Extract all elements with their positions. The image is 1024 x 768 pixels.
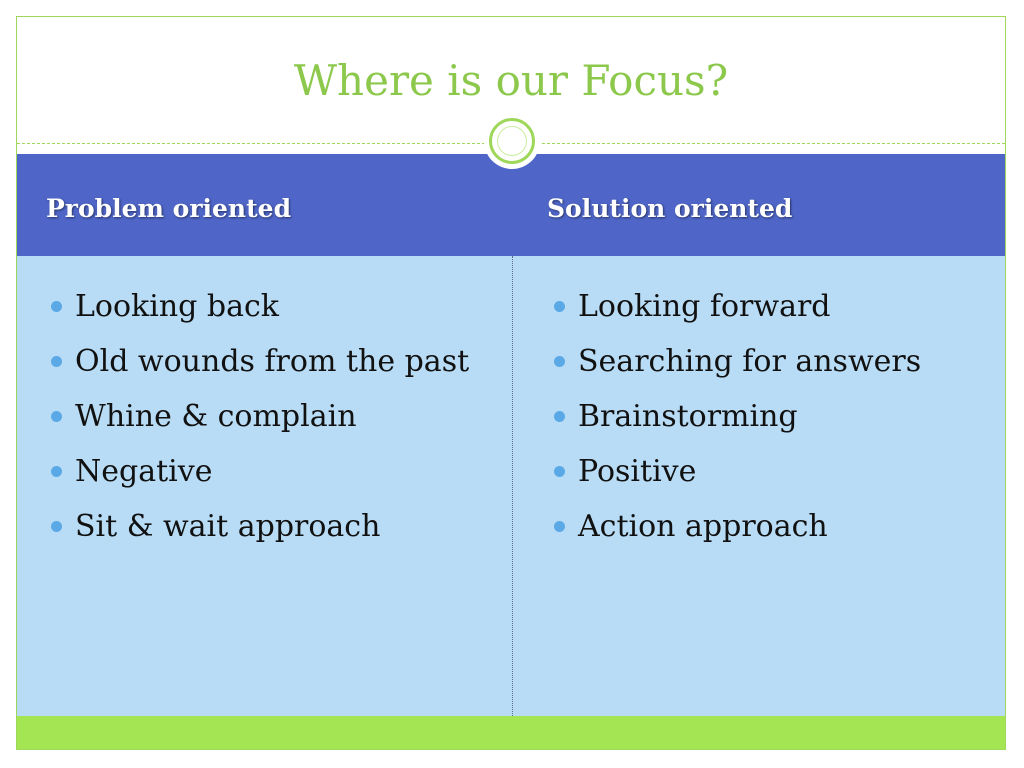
table-header-row: Problem oriented Solution oriented [17, 154, 1005, 256]
bullet-icon [51, 521, 62, 532]
bullet-icon [554, 521, 565, 532]
slide: Where is our Focus? Problem oriented Sol… [16, 16, 1006, 750]
bullet-icon [51, 411, 62, 422]
bullet-icon [51, 301, 62, 312]
slide-title: Where is our Focus? [293, 56, 729, 105]
list-item: Sit & wait approach [47, 504, 497, 550]
list-item: Searching for answers [550, 339, 1000, 385]
list-item: Brainstorming [550, 394, 1000, 440]
list-item: Looking forward [550, 284, 1000, 330]
list-item: Old wounds from the past [47, 339, 497, 385]
bullet-icon [554, 411, 565, 422]
list-item: Action approach [550, 504, 1000, 550]
list-item: Negative [47, 449, 497, 495]
list-item: Positive [550, 449, 1000, 495]
table-body-row: Looking back Old wounds from the past Wh… [17, 256, 1005, 716]
ring-ornament-icon [484, 113, 540, 169]
bullet-icon [51, 356, 62, 367]
footer-bar [17, 716, 1005, 749]
bullet-icon [51, 466, 62, 477]
bullet-icon [554, 301, 565, 312]
column-header-solution: Solution oriented [547, 194, 793, 223]
column-header-problem: Problem oriented [46, 194, 292, 223]
list-item: Looking back [47, 284, 497, 330]
bullet-icon [554, 356, 565, 367]
problem-list: Looking back Old wounds from the past Wh… [47, 284, 497, 559]
solution-list: Looking forward Searching for answers Br… [550, 284, 1000, 559]
column-divider [512, 256, 513, 716]
bullet-icon [554, 466, 565, 477]
list-item: Whine & complain [47, 394, 497, 440]
